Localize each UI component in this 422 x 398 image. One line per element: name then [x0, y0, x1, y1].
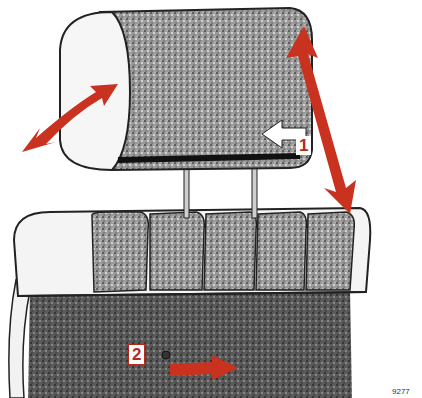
release-arrow [170, 355, 238, 380]
reference-number: 9277 [392, 388, 410, 396]
seat-top [14, 208, 370, 296]
callout-number: 2 [128, 344, 145, 365]
adjust-arrows [22, 26, 356, 380]
release-button [162, 351, 170, 359]
tilt-arrow [22, 84, 118, 152]
seat-padding [92, 212, 355, 292]
height-arrow [286, 26, 356, 214]
seat-back [28, 290, 352, 398]
callout-number: 1 [296, 136, 311, 155]
seat-bolster [9, 280, 30, 398]
